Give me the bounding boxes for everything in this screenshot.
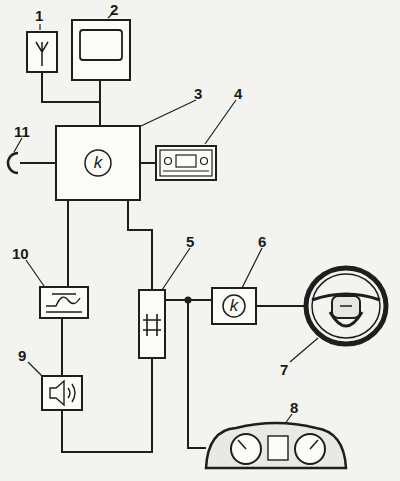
- instrument-cluster: [206, 423, 346, 468]
- amplifier-box: [40, 287, 88, 318]
- display-box: [72, 20, 130, 80]
- callout-number: 9: [18, 348, 26, 363]
- steering-wheel: [306, 268, 386, 344]
- cluster-wire: [188, 300, 206, 448]
- amplifier-wire: [67, 200, 69, 287]
- radio-panel-box: [156, 146, 216, 180]
- callout-number: 6: [258, 234, 266, 249]
- junction-wire: [128, 200, 152, 290]
- leader-line: [242, 248, 262, 288]
- callout-number: 11: [14, 124, 30, 139]
- unit-letter: k: [94, 154, 103, 171]
- radio-wire: [140, 162, 156, 164]
- callout-number: 4: [234, 86, 242, 101]
- leader-line: [39, 24, 40, 30]
- callout-number: 1: [35, 8, 43, 23]
- microphone-wire: [20, 162, 56, 164]
- junction-box: [139, 290, 165, 358]
- antenna-symbol: [36, 42, 48, 66]
- leader-line: [141, 100, 196, 126]
- wires: [20, 72, 306, 452]
- callout-number: 5: [186, 234, 194, 249]
- display-screen: [80, 30, 122, 60]
- speaker-wire: [61, 318, 63, 376]
- antenna-box: [27, 32, 57, 72]
- amplifier-symbol: [46, 294, 82, 312]
- speaker-symbol: [50, 381, 75, 405]
- leader-line: [14, 138, 22, 152]
- radio-panel-symbol: [160, 150, 212, 176]
- leader-lines: [14, 14, 318, 428]
- leader-line: [205, 100, 236, 144]
- leader-line: [26, 260, 44, 286]
- control-unit-box: [56, 126, 140, 200]
- steering-control-symbol: [223, 295, 245, 317]
- leader-line: [162, 248, 190, 290]
- microphone-symbol: [8, 153, 18, 173]
- control-unit-symbol: [85, 150, 111, 176]
- leader-line: [290, 338, 318, 362]
- callout-number: 10: [12, 246, 29, 261]
- callout-number: 3: [194, 86, 202, 101]
- callout-number: 2: [110, 2, 118, 17]
- unit-letter: k: [230, 297, 239, 314]
- wheel-wire: [256, 305, 306, 307]
- callout-number: 7: [280, 362, 288, 377]
- callout-number: 8: [290, 400, 298, 415]
- display-wire: [99, 80, 101, 126]
- speaker-box: [42, 376, 82, 410]
- wire-junction-dot: [185, 297, 192, 304]
- steering-control-box: [212, 288, 256, 324]
- junction-symbol: [143, 314, 161, 336]
